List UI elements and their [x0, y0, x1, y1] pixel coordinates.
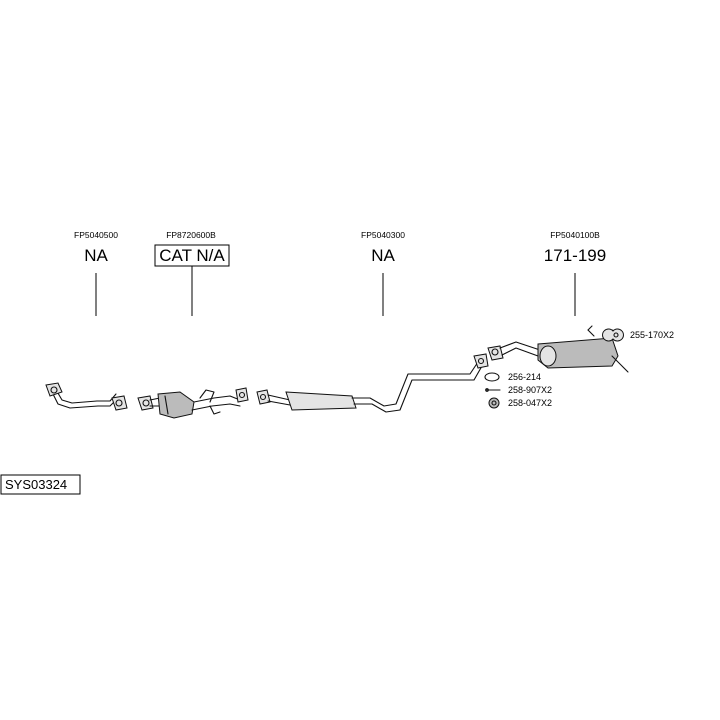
part-catalytic-converter[interactable]: FP8720600B CAT N/A: [137, 230, 249, 419]
part-price: CAT N/A: [159, 246, 225, 265]
part-centre-pipe[interactable]: FP5040300 NA: [256, 230, 489, 413]
catalytic-converter-drawing: [137, 387, 249, 419]
part-rear-silencer[interactable]: FP5040100B 171-199: [487, 230, 629, 373]
system-code-label: SYS03324: [0, 474, 81, 495]
nut-icon: [488, 397, 500, 409]
fitting-255-170x2[interactable]: 255-170X2: [602, 328, 675, 342]
part-code: FP5040300: [361, 230, 405, 240]
fitting-256-214[interactable]: 256-214: [484, 372, 541, 382]
gasket-icon: [484, 372, 500, 382]
fitting-258-907x2[interactable]: 258-907X2: [485, 385, 552, 395]
rear-silencer-drawing: [487, 325, 629, 373]
rubber-mount-icon: [602, 328, 624, 342]
part-price: 171-199: [544, 246, 606, 265]
fitting-code: 258-047X2: [508, 398, 552, 408]
fitting-code: 255-170X2: [630, 330, 674, 340]
part-price: NA: [371, 246, 395, 265]
front-pipe-drawing: [45, 382, 128, 411]
part-code: FP8720600B: [166, 230, 216, 240]
part-code: FP5040100B: [550, 230, 600, 240]
part-front-pipe[interactable]: FP5040500 NA: [45, 230, 128, 411]
part-code: FP5040500: [74, 230, 118, 240]
part-price: NA: [84, 246, 108, 265]
centre-pipe-drawing: [256, 353, 489, 413]
fitting-258-047x2[interactable]: 258-047X2: [488, 397, 552, 409]
fitting-code: 258-907X2: [508, 385, 552, 395]
fitting-code: 256-214: [508, 372, 541, 382]
system-code: SYS03324: [5, 477, 67, 492]
